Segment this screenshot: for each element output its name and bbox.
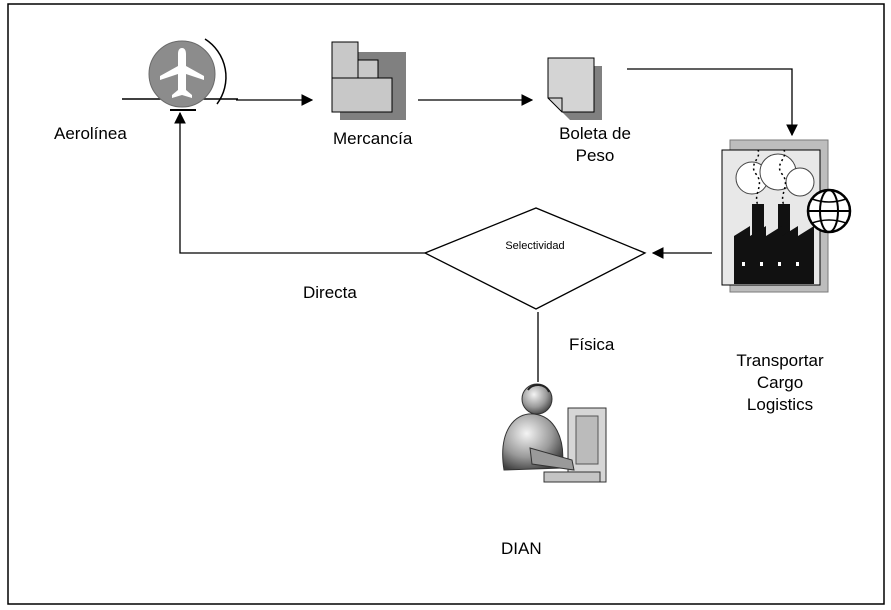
transporter-label: Transportar Cargo Logistics [725, 350, 835, 416]
weight-ticket-label-line2: Peso [575, 146, 615, 165]
transporter-label-line1: Transportar [736, 351, 824, 370]
direct-edge-label: Directa [303, 283, 357, 302]
transporter-label-line2: Cargo [756, 373, 804, 392]
airplane-icon [122, 38, 238, 111]
person-at-computer-icon [502, 383, 607, 483]
edge-weight-ticket-to-transporter [627, 68, 798, 137]
stacked-boxes-icon [331, 41, 406, 120]
transporter-label-line3: Logistics [746, 395, 814, 414]
customs-label: DIAN [501, 539, 542, 558]
diagram-frame [7, 3, 885, 605]
weight-ticket-label: Boleta de Peso [540, 123, 650, 167]
edge-selectivity-to-airline [174, 111, 425, 254]
physical-edge-label: Física [569, 335, 615, 354]
selectivity-label: Selectividad [505, 240, 565, 252]
weight-ticket-label-line1: Boleta de [559, 124, 631, 143]
selectivity-diamond [423, 207, 647, 310]
document-icon [547, 57, 602, 120]
airline-label: Aerolínea [54, 124, 127, 143]
diamond-gap-mark [600, 220, 608, 228]
merchandise-label: Mercancía [333, 129, 413, 148]
factory-globe-icon [721, 139, 852, 293]
